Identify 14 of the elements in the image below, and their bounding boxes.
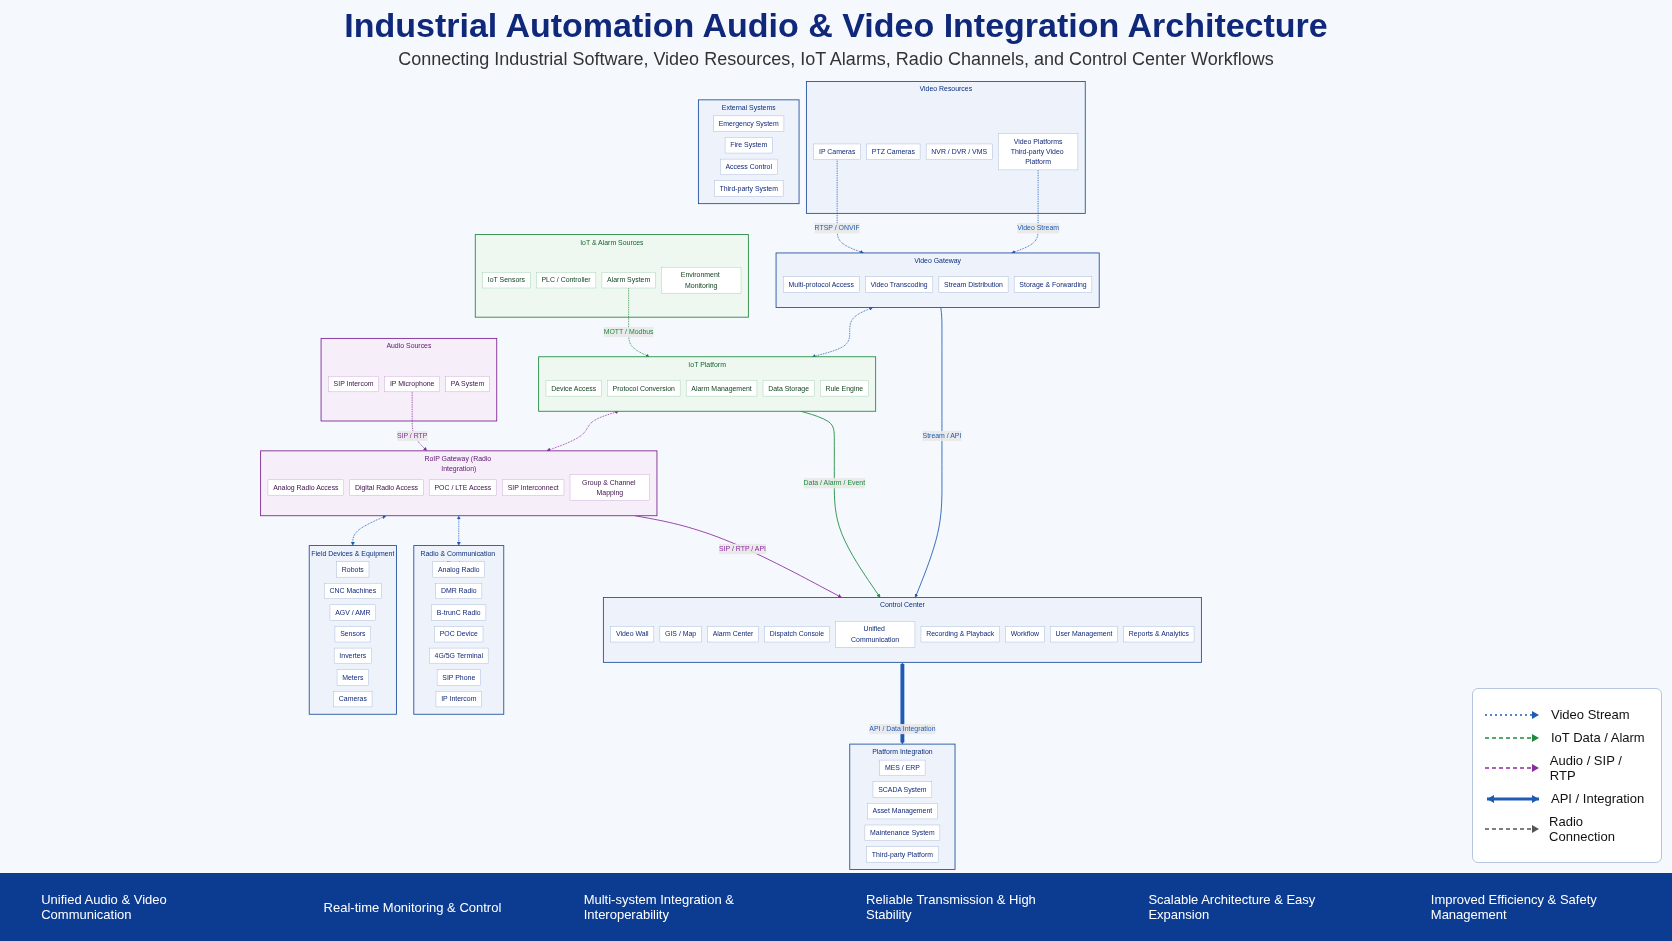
feature-text: Real-time Monitoring & Control (323, 899, 502, 915)
legend-label: IoT Data / Alarm (1551, 730, 1645, 745)
legend-label: Video Stream (1551, 707, 1630, 722)
feature-text: Reliable Transmission & High Stability (866, 892, 1037, 922)
feature-text: Multi-system Integration & Interoperability (583, 892, 735, 922)
subtitle: Connecting Industrial Software, Video Resources, IoT Alarms, Radio Channels, and Control Center Workflows (398, 49, 1274, 70)
legend-label: Audio / SIP / RTP (1549, 753, 1623, 783)
feature-text: Scalable Architecture & Easy Expansion (1148, 892, 1317, 922)
feature-text: Unified Audio & Video Communication (41, 892, 168, 922)
feature-text: Improved Efficiency & Safety Management (1430, 892, 1598, 922)
legend-label: API / Integration (1551, 791, 1645, 806)
title: Industrial Automation Audio & Video Integration Architecture (344, 6, 1328, 45)
legend-label: Radio Connection (1549, 814, 1616, 844)
arrow (900, 662, 905, 745)
